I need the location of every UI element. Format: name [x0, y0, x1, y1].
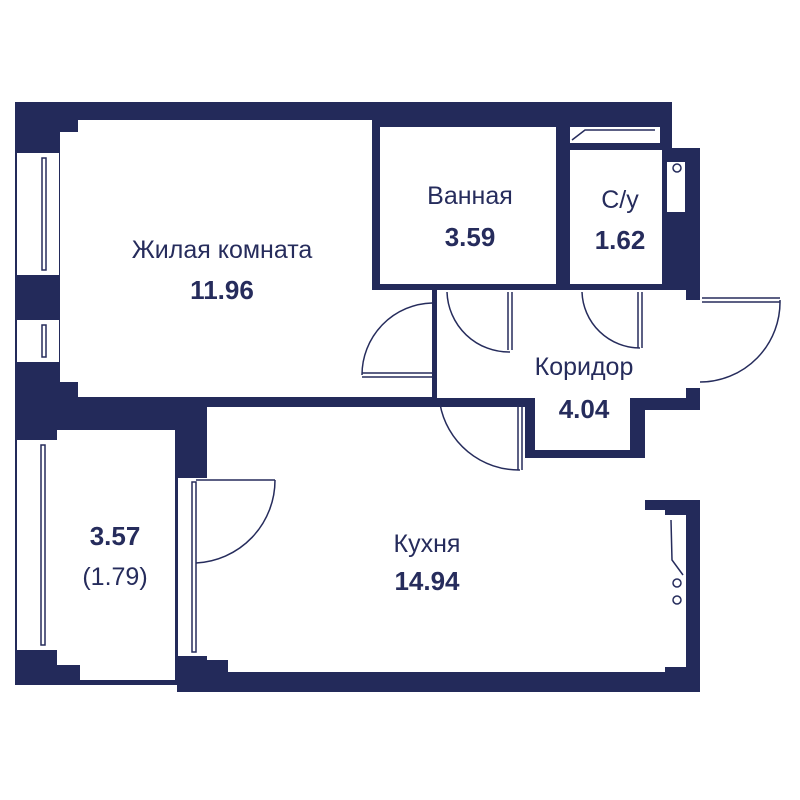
- wc-niche-line: [571, 129, 655, 141]
- living-room-name: Жилая комната: [132, 236, 313, 264]
- loggia-reduced-area: (1.79): [82, 563, 147, 591]
- loggia-floor: [57, 430, 175, 680]
- balcony-door[interactable]: [195, 479, 276, 564]
- doors[interactable]: [195, 129, 781, 564]
- bathroom-door[interactable]: [446, 291, 513, 353]
- loggia-window: [17, 440, 57, 650]
- bathroom-floor: [380, 127, 556, 284]
- windows: [40, 157, 197, 653]
- wc-door[interactable]: [581, 291, 643, 349]
- wc-top-niche: [570, 127, 660, 143]
- kitchen-area: 14.94: [394, 566, 460, 596]
- living-window-2: [17, 320, 59, 362]
- wc-sink-icon: [672, 163, 682, 173]
- room-floors: [17, 120, 705, 680]
- bathroom-area: 3.59: [445, 222, 496, 252]
- entrance-door[interactable]: [699, 297, 781, 383]
- living-room-area: 11.96: [190, 275, 254, 305]
- kitchen-door[interactable]: [439, 403, 523, 471]
- kitchen-floor: [207, 407, 665, 672]
- living-door[interactable]: [361, 302, 433, 378]
- fixtures: [670, 163, 684, 605]
- bathroom-name: Ванная: [427, 182, 513, 210]
- wc-area: 1.62: [595, 225, 646, 255]
- corridor-area: 4.04: [559, 394, 610, 424]
- living-window-1: [17, 153, 59, 275]
- wc-floor: [570, 150, 662, 284]
- wc-name: С/у: [601, 186, 639, 214]
- kitchen-name: Кухня: [394, 530, 461, 558]
- loggia-area: 3.57: [90, 521, 141, 551]
- stove-burner-icon: [672, 578, 682, 588]
- corridor-name: Коридор: [535, 353, 634, 381]
- kitchen-sink-line: [670, 519, 684, 576]
- living-room-floor: [60, 120, 432, 397]
- wc-sink-shaft: [667, 162, 685, 212]
- stove-burner-icon: [672, 595, 682, 605]
- kitchen-counter: [665, 515, 686, 667]
